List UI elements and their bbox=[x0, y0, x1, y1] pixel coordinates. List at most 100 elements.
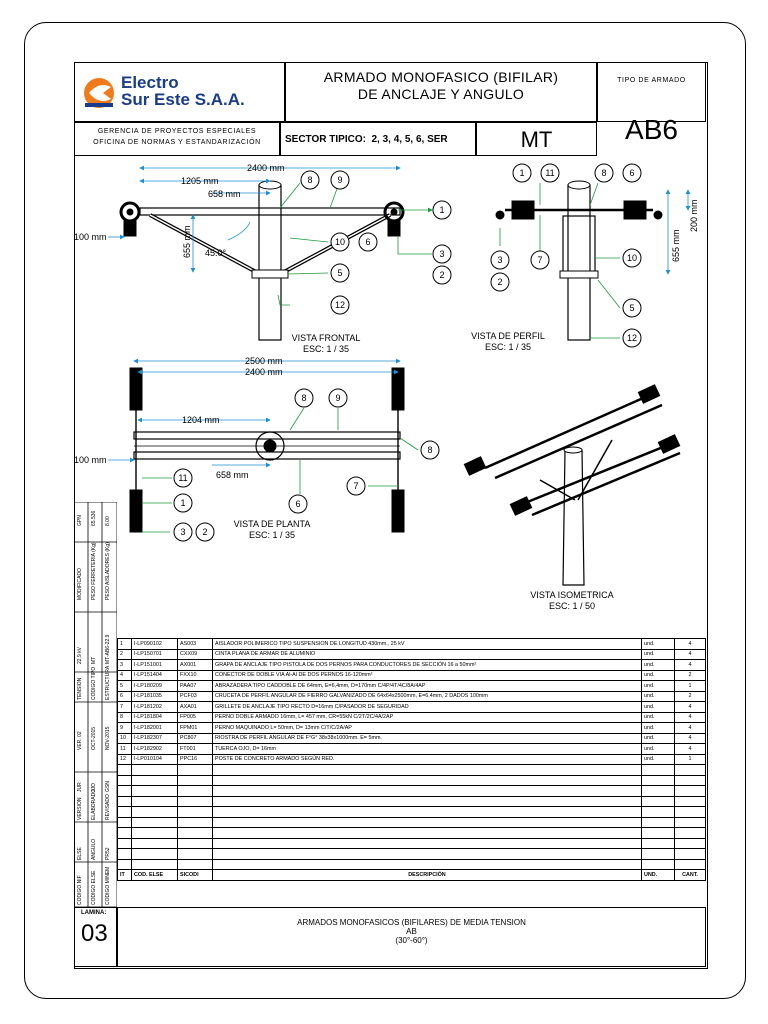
svg-text:9: 9 bbox=[335, 393, 340, 403]
table-cell: AISLADOR POLIMERICO TIPO SUSPENSION DE L… bbox=[212, 638, 642, 650]
table-cell: AXA01 bbox=[177, 701, 213, 713]
table-cell: 1 bbox=[674, 753, 706, 765]
svg-text:7: 7 bbox=[537, 255, 542, 265]
table-header-cell: IT bbox=[117, 869, 132, 881]
table-cell: und. bbox=[641, 743, 675, 755]
table-header-cell: CANT. bbox=[674, 869, 706, 881]
svg-text:3: 3 bbox=[497, 255, 502, 265]
side-code-ab: MT-AB6-22.9 bbox=[105, 634, 111, 664]
dim-2400-top: 2400 mm bbox=[247, 163, 285, 173]
table-header-cell: DESCRIPCIÓN bbox=[212, 869, 642, 881]
side-estructura: ESTRUCTURA bbox=[105, 665, 111, 700]
table-cell: 4 bbox=[674, 722, 706, 734]
gerencia-line2: OFICINA DE NORMAS Y ESTANDARIZACIÓN bbox=[93, 139, 261, 146]
svg-text:10: 10 bbox=[335, 237, 345, 247]
side-gpn: GPN bbox=[77, 515, 83, 526]
dim-655-front: 655 mm bbox=[182, 225, 192, 258]
dim-655-profile: 655 mm bbox=[671, 229, 681, 262]
svg-text:3: 3 bbox=[439, 249, 444, 259]
side-angulo: ANGULO bbox=[91, 838, 97, 860]
svg-text:8: 8 bbox=[601, 168, 606, 178]
vista-perfil bbox=[495, 180, 663, 341]
table-cell: und. bbox=[641, 753, 675, 765]
view-planta-scale: ESC: 1 / 35 bbox=[249, 530, 295, 540]
dim-658-top: 658 mm bbox=[208, 189, 241, 199]
table-cell: I-LP150701 bbox=[131, 648, 178, 660]
logo-text-2: Sur Este S.A.A. bbox=[121, 90, 245, 109]
side-gsn: GSN bbox=[105, 781, 111, 792]
table-cell: und. bbox=[641, 701, 675, 713]
table-cell: FT001 bbox=[177, 743, 213, 755]
table-cell: 4 bbox=[674, 701, 706, 713]
table-cell: I-LP010104 bbox=[131, 753, 178, 765]
side-modificado: MODIFICADO bbox=[77, 568, 83, 600]
table-cell: 2 bbox=[674, 690, 706, 702]
side-fecha1: OCT-2015 bbox=[91, 726, 97, 750]
table-cell: I-LP182001 bbox=[131, 722, 178, 734]
table-cell: CRUCETA DE PERFIL ANGULAR DE FIERRO GALV… bbox=[212, 690, 642, 702]
table-row-blank bbox=[117, 764, 706, 776]
dim-1205: 1205 mm bbox=[181, 176, 219, 186]
svg-text:11: 11 bbox=[178, 473, 187, 483]
side-jur: JUR bbox=[77, 782, 83, 792]
tipo-armado-box: TIPO DE ARMADO bbox=[597, 62, 706, 122]
svg-text:6: 6 bbox=[295, 499, 300, 509]
table-cell: I-LP180209 bbox=[131, 680, 178, 692]
callout-balloons bbox=[173, 163, 642, 542]
gerencia-box: GERENCIA DE PROYECTOS ESPECIALES OFICINA… bbox=[74, 122, 280, 156]
vista-frontal bbox=[119, 180, 405, 341]
table-cell: 2 bbox=[117, 648, 132, 660]
table-cell: 4 bbox=[674, 638, 706, 650]
table-header-cell: COD. ELSE bbox=[131, 869, 178, 881]
side-ver: VER. 02 bbox=[77, 731, 83, 750]
table-cell: und. bbox=[641, 638, 675, 650]
table-cell: und. bbox=[641, 711, 675, 723]
table-cell: I-LP151001 bbox=[131, 659, 178, 671]
table-cell: PPC16 bbox=[177, 753, 213, 765]
side-revisado: REVISADO bbox=[105, 794, 111, 820]
sector-box: SECTOR TIPICO: 2, 3, 4, 5, 6, SER bbox=[280, 122, 476, 156]
table-cell: 12 bbox=[117, 753, 132, 765]
footer-line2: AB bbox=[406, 927, 417, 936]
side-cod-else: CODIGO ELSE bbox=[91, 870, 97, 905]
sector-label: SECTOR TIPICO: bbox=[285, 134, 366, 145]
table-cell: I-LP181202 bbox=[131, 701, 178, 713]
vista-planta bbox=[129, 367, 405, 533]
vista-isometrica bbox=[463, 384, 681, 586]
table-cell: 10 bbox=[117, 732, 132, 744]
table-cell: und. bbox=[641, 648, 675, 660]
table-cell: 4 bbox=[674, 659, 706, 671]
table-cell: PAA07 bbox=[177, 680, 213, 692]
view-perfil-scale: ESC: 1 / 35 bbox=[485, 342, 531, 352]
table-cell: I-LP181804 bbox=[131, 711, 178, 723]
table-cell: I-LP151404 bbox=[131, 669, 178, 681]
table-cell: POSTE DE CONCRETO ARMADO SEGÚN RED. bbox=[212, 753, 642, 765]
logo-box: Electro Sur Este S.A.A. bbox=[74, 62, 285, 122]
logo-text-1: Electro bbox=[121, 73, 179, 92]
footer-box: ARMADOS MONOFASICOS (BIFILARES) DE MEDIA… bbox=[117, 907, 706, 967]
svg-text:6: 6 bbox=[365, 237, 370, 247]
view-frontal-title: VISTA FRONTAL bbox=[292, 333, 361, 343]
armado-code: AB6 bbox=[625, 114, 678, 145]
side-peso-value: 8.00 bbox=[105, 516, 111, 526]
svg-text:8: 8 bbox=[307, 175, 312, 185]
table-cell: 4 bbox=[674, 648, 706, 660]
table-cell: 4 bbox=[674, 732, 706, 744]
view-iso-scale: ESC: 1 / 50 bbox=[549, 601, 595, 611]
table-cell: 1 bbox=[674, 680, 706, 692]
svg-text:9: 9 bbox=[337, 175, 342, 185]
table-row-blank bbox=[117, 848, 706, 860]
